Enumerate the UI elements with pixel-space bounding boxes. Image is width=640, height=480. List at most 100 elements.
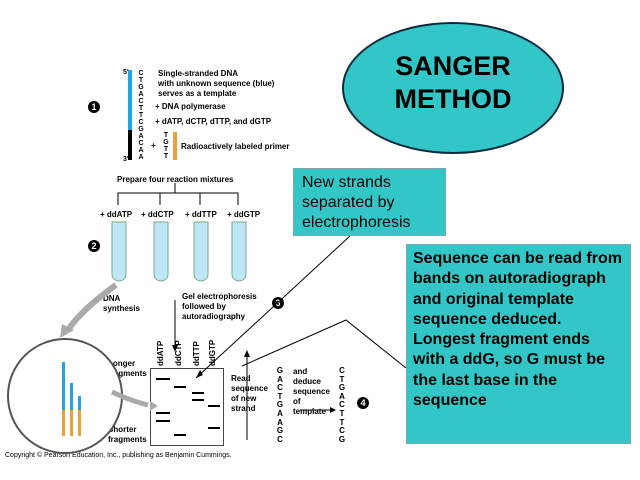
template-base: G <box>138 84 144 91</box>
template-base: A <box>138 133 144 140</box>
inset-primer-base: T <box>49 429 53 436</box>
longer-fragments: Longer fragments <box>108 359 147 378</box>
template-base: G <box>138 126 144 133</box>
gel-band <box>208 427 220 429</box>
primer-strand <box>173 132 177 160</box>
template-seq-base: C <box>339 400 345 410</box>
inset-template-base: A <box>42 368 48 375</box>
inset-pointer-arrow <box>110 389 149 408</box>
gel-band <box>208 405 220 407</box>
template-base: A <box>138 91 144 98</box>
inset-template-base: T <box>43 388 47 395</box>
gel-label: Gel electrophoresis followed by autoradi… <box>182 292 257 321</box>
inset-template-base: C <box>42 395 48 402</box>
inset-dda-label: ddA <box>68 350 74 362</box>
template-seq-base: T <box>339 408 345 418</box>
step-3-marker: 3 <box>272 297 284 309</box>
slide-title: SANGER METHOD <box>342 50 564 116</box>
template-seq-base: T <box>339 374 345 384</box>
deduce-label: and deduce sequence of template <box>293 367 330 416</box>
five-prime-label: 5′ <box>123 69 129 76</box>
new-strand-base: C <box>277 383 283 393</box>
plus-sign: + <box>151 141 156 150</box>
inset-primer-base: G <box>48 416 54 423</box>
template-seq-base: G <box>338 383 346 393</box>
inset-product-orange <box>78 410 81 436</box>
template-base: T <box>138 77 144 84</box>
primer-base: T <box>163 132 169 139</box>
inset-template-base: C <box>42 375 48 382</box>
primer-base: T <box>163 146 169 153</box>
step-2-marker: 2 <box>88 240 100 252</box>
autoradiograph <box>150 368 224 446</box>
template-strand-blue <box>128 70 132 130</box>
inset-dda-label: ddA <box>69 371 75 383</box>
gel-band <box>192 392 204 394</box>
inset-template-base: T <box>43 355 47 362</box>
inset-primer-base: T <box>49 410 53 416</box>
tube-label-ddatp: + ddATP <box>100 210 133 219</box>
inset-product-orange <box>70 410 73 436</box>
branch-arrows <box>117 183 239 205</box>
gel-band <box>174 386 186 388</box>
callout-electrophoresis: New strands separated by electrophoresis <box>293 168 446 236</box>
primer-base: T <box>163 153 169 160</box>
inset-product-orange <box>62 410 65 436</box>
new-strand-base: G <box>276 426 284 436</box>
lane-label: ddATP <box>156 340 165 366</box>
add-polymerase: + DNA polymerase <box>155 102 226 111</box>
inset-template-base: G <box>42 401 48 408</box>
template-base: A <box>138 154 144 161</box>
callout-leader <box>241 319 407 369</box>
gel-arrowhead <box>172 345 178 352</box>
template-seq-base: G <box>338 434 346 444</box>
tube-label-ddctp: + ddCTP <box>141 210 174 219</box>
template-base: T <box>138 105 144 112</box>
step-4-marker: 4 <box>357 397 369 409</box>
mixtures-label: Prepare four reaction mixtures <box>117 175 234 184</box>
deduce-arrowhead <box>330 407 336 413</box>
inset-product-blue <box>78 396 81 410</box>
lane-labels: ddATP ddCTP ddTTP ddGTP <box>156 339 217 366</box>
tube-label-ddgtp: + ddGTP <box>227 210 261 219</box>
gel-band <box>192 399 204 401</box>
new-strand-base: G <box>276 400 284 410</box>
add-nucleotides: + dATP, dCTP, dTTP, and dGTP <box>155 117 272 126</box>
fragment-size-arrowhead <box>244 350 250 357</box>
gel-band <box>156 378 170 380</box>
shorter-fragments: Shorter fragments <box>108 425 147 444</box>
template-base: C <box>138 98 144 105</box>
inset-product-blue <box>70 383 73 410</box>
gel-band <box>156 412 170 414</box>
step-1-marker: 1 <box>88 101 100 113</box>
inset-dda-label: ddA <box>59 352 65 364</box>
inset-template-base: T <box>43 381 47 388</box>
template-seq-base: A <box>339 391 345 401</box>
new-strand-base: C <box>277 434 283 444</box>
gel-band <box>174 434 186 436</box>
copyright: Copyright © Pearson Education, Inc., pub… <box>5 452 232 459</box>
primer-base: G <box>163 139 169 146</box>
new-strand-base: A <box>277 408 283 418</box>
lane-label: ddGTP <box>208 339 217 366</box>
lane-label: ddCTP <box>174 340 183 366</box>
inset-reaction-products: Reaction products <box>82 387 108 401</box>
inset-template-base: C <box>42 349 48 355</box>
template-base: C <box>138 70 144 77</box>
new-strand-base: T <box>277 391 283 401</box>
title-oval <box>342 22 564 154</box>
three-prime-label: 3′ <box>123 156 129 163</box>
read-sequence-label: Read sequence of new strand <box>231 374 268 413</box>
inset-product-blue <box>62 362 65 410</box>
inset-template-blue <box>50 350 53 410</box>
template-note: Single-stranded DNA with unknown sequenc… <box>158 69 275 98</box>
template-base: A <box>138 147 144 154</box>
lane-label: ddTTP <box>192 340 201 366</box>
template-seq-base: C <box>339 426 345 436</box>
